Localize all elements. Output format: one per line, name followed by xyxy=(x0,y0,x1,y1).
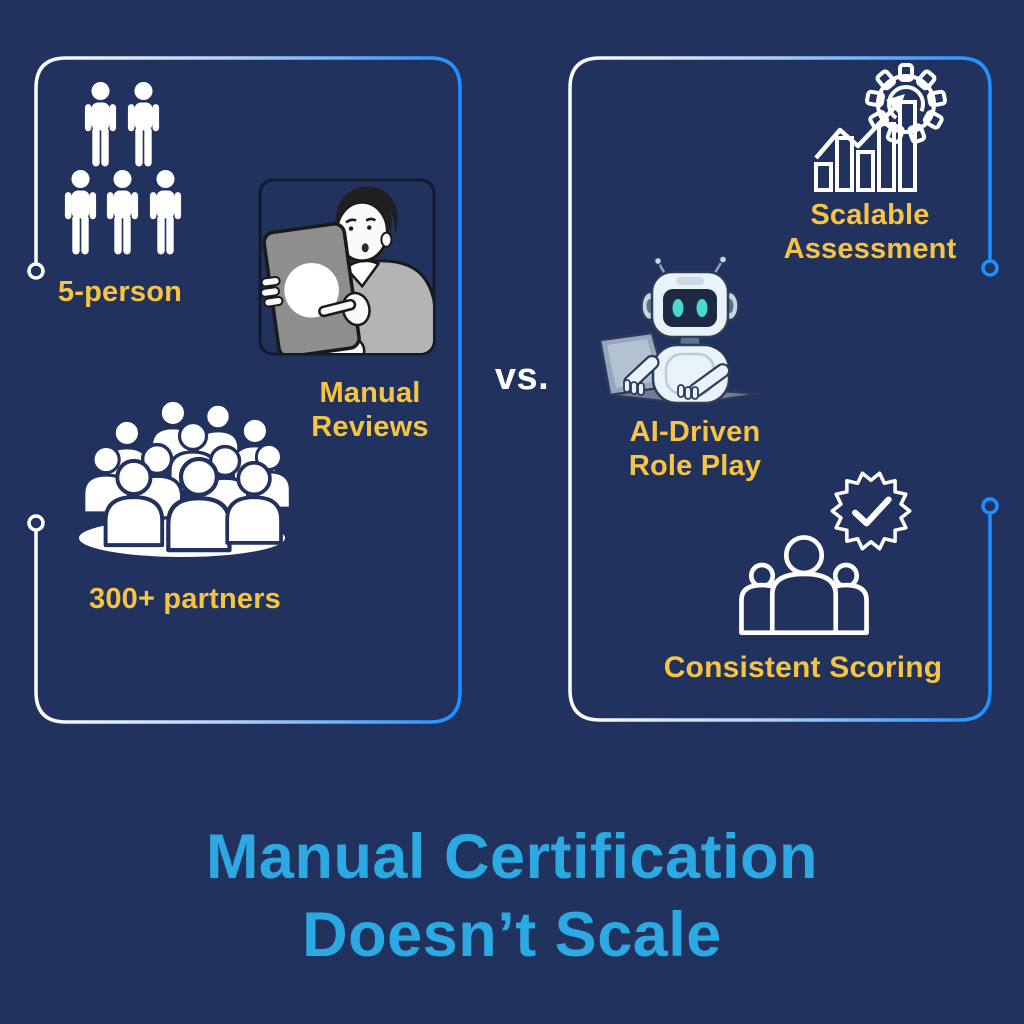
left-border-node-bottom xyxy=(27,514,45,532)
vs-label: vs. xyxy=(494,356,550,398)
footer-title: Manual Certification Doesn’t Scale xyxy=(0,818,1024,974)
manual-reviews-line1: Manual xyxy=(319,377,421,409)
footer-title-line1: Manual Certification xyxy=(205,822,819,892)
ai-robot-illustration xyxy=(598,255,759,406)
team-size-label: 5-person xyxy=(57,276,183,308)
ai-driven-label: AI-Driven Role Play xyxy=(595,416,795,483)
partners-crowd-icon xyxy=(79,398,292,557)
scalable-line2: Assessment xyxy=(783,232,957,265)
left-border-node-top xyxy=(27,262,45,280)
manual-review-illustration xyxy=(258,178,436,356)
ai-driven-line1: AI-Driven xyxy=(629,416,761,448)
manual-reviews-label: Manual Reviews xyxy=(270,377,470,444)
partners-count-label: 300+ partners xyxy=(88,583,282,615)
footer-title-line2: Doesn’t Scale xyxy=(302,900,722,971)
five-person-team-icon xyxy=(64,82,182,255)
scalable-line1: Scalable xyxy=(810,199,930,231)
verified-badge-icon xyxy=(830,471,912,551)
manual-reviews-line2: Reviews xyxy=(311,410,429,443)
growth-chart-gear-icon xyxy=(814,63,947,192)
people-group-icon xyxy=(739,535,869,635)
ai-driven-line2: Role Play xyxy=(628,449,762,482)
right-border-node-bottom xyxy=(981,497,999,515)
right-panel-border xyxy=(568,56,992,722)
scalable-assessment-label: Scalable Assessment xyxy=(770,199,970,266)
left-panel-border xyxy=(34,56,462,724)
right-border-node-top xyxy=(981,259,999,277)
consistent-scoring-label: Consistent Scoring xyxy=(663,651,943,684)
